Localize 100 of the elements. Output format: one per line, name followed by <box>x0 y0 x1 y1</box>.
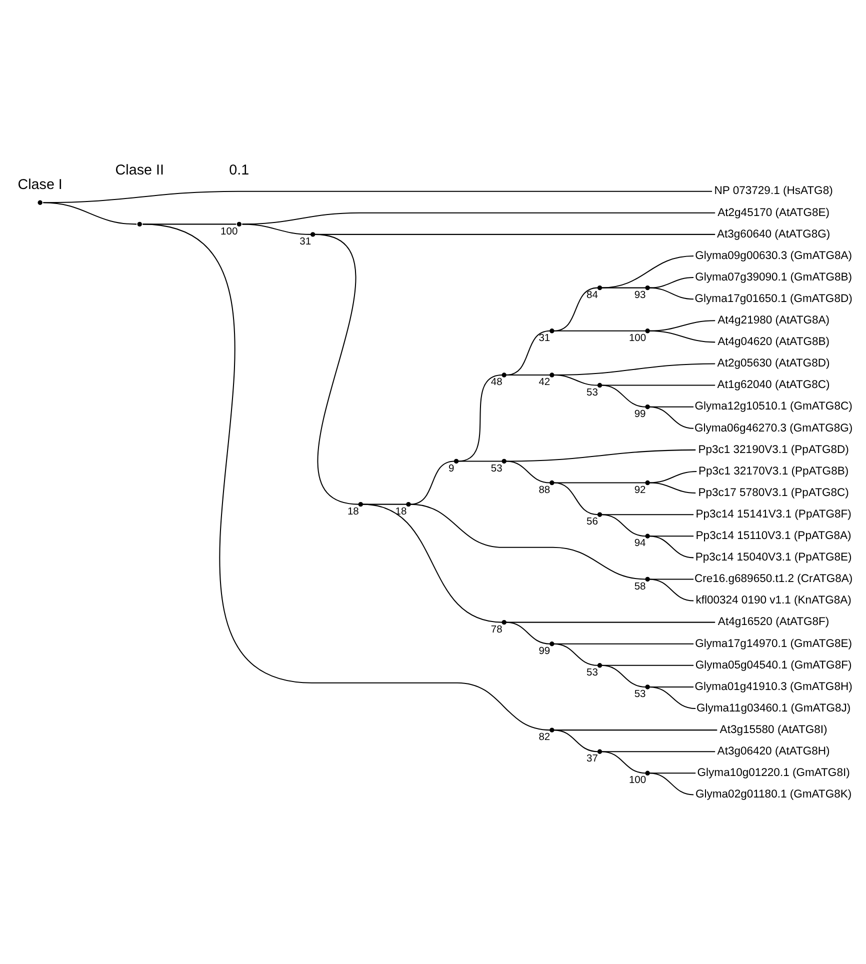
node-text: Glyma17g14970.1 (GmATG8E) <box>695 638 852 650</box>
node-label: 84 <box>586 290 598 301</box>
connector <box>649 686 696 710</box>
connector <box>649 277 694 288</box>
node-point <box>645 576 650 582</box>
node-label: 18 <box>347 506 359 518</box>
connector <box>142 224 550 731</box>
node-label: 99 <box>538 646 550 657</box>
connector <box>506 374 550 376</box>
connector <box>506 449 696 462</box>
connector <box>554 287 598 332</box>
label: Clase I <box>18 176 62 193</box>
node-label: 48 <box>490 377 502 388</box>
connector <box>554 730 598 752</box>
node-label: 56 <box>586 516 598 528</box>
node-text: Glyma05g04540.1 (GmATG8F) <box>695 659 852 672</box>
node-point <box>406 502 411 507</box>
node-text: Pp3c17 5780V3.1 (PpATG8C) <box>698 486 849 499</box>
connector <box>410 460 455 505</box>
connector <box>506 460 550 484</box>
node-text: Pp3c1 32190V3.1 (PpATG8D) <box>698 444 849 456</box>
node-label: 37 <box>586 754 598 765</box>
connector <box>649 772 694 796</box>
node-label: 100 <box>628 332 646 344</box>
connector <box>602 514 646 537</box>
node-text: At2g45170 (AtATG8E) <box>718 206 830 219</box>
connector <box>649 578 694 580</box>
connector <box>506 622 550 644</box>
node-label: 92 <box>634 484 646 496</box>
connector <box>649 536 694 558</box>
node-text: At4g16520 (AtATG8F) <box>718 616 830 628</box>
node-text: Glyma10g01220.1 (GmATG8I) <box>697 767 850 780</box>
node-point <box>550 372 554 378</box>
node-point <box>38 200 42 205</box>
node-text: At1g62040 (AtATG8C) <box>717 379 830 392</box>
node-point <box>645 285 650 290</box>
connector <box>649 482 696 494</box>
node-text: Glyma17g01650.1 (GmATG8D) <box>694 292 852 305</box>
node-label: 78 <box>490 624 502 636</box>
connector <box>43 202 137 225</box>
node-label: 53 <box>490 463 502 474</box>
node-point <box>645 770 650 776</box>
node-label: 53 <box>586 387 598 398</box>
connector <box>602 287 646 288</box>
node-label: 93 <box>634 290 646 301</box>
connector <box>506 330 550 376</box>
node-label: 94 <box>634 538 646 550</box>
node-point <box>502 458 506 464</box>
node-point <box>454 458 459 464</box>
connector <box>554 482 598 516</box>
node-point <box>502 620 506 625</box>
node-point <box>645 534 650 538</box>
connector <box>458 460 502 462</box>
connector <box>554 643 598 666</box>
node-text: At4g04620 (AtATG8B) <box>718 336 830 348</box>
connector <box>602 751 716 752</box>
connector <box>362 504 502 623</box>
connector <box>602 751 646 774</box>
connector <box>410 504 646 580</box>
connector <box>649 406 694 429</box>
label: 0.1 <box>229 162 250 179</box>
node-text: Pp3c14 15040V3.1 (PpATG8E) <box>695 552 852 564</box>
node-text: Glyma11g03460.1 (GmATG8J) <box>696 702 851 714</box>
node-point <box>597 749 602 754</box>
node-point <box>137 222 142 227</box>
node-text: Glyma01g41910.3 (GmATG8H) <box>694 680 852 693</box>
node-point <box>550 328 554 334</box>
node-text: NP 073729.1 (HsATG8) <box>714 185 833 198</box>
node-text: Glyma07g39090.1 (GmATG8B) <box>695 271 852 284</box>
node-point <box>597 382 602 388</box>
node-point <box>645 404 650 410</box>
node-text: Pp3c14 15110V3.1 (PpATG8A) <box>696 530 852 542</box>
node-text: Glyma02g01180.1 (GmATG8K) <box>696 788 852 801</box>
node-point <box>502 372 506 378</box>
node-text: At3g15580 (AtATG8I) <box>720 724 828 736</box>
node-point <box>236 222 242 227</box>
connector <box>649 470 697 484</box>
node-label: 100 <box>628 775 646 786</box>
node-point <box>597 285 602 290</box>
node-point <box>597 663 602 668</box>
node-point <box>645 684 650 690</box>
connector <box>602 384 646 408</box>
node-text: At3g60640 (AtATG8G) <box>717 228 830 240</box>
node-label: 88 <box>538 484 550 496</box>
node-point <box>645 480 650 486</box>
connector <box>554 374 598 386</box>
node-text: Glyma12g10510.1 (GmATG8C) <box>694 400 852 413</box>
node-label: 31 <box>538 332 550 344</box>
node-point <box>550 728 554 732</box>
node-text: Glyma06g46270.3 (GmATG8G) <box>694 422 853 434</box>
connector <box>649 287 694 300</box>
connector <box>649 578 694 602</box>
node-label: 58 <box>634 581 646 592</box>
connector <box>314 234 359 505</box>
connector <box>242 224 311 235</box>
node-label: 53 <box>586 667 598 678</box>
node-text: kfl00324 0190 v1.1 (KnATG8A) <box>696 594 852 607</box>
node-label: 31 <box>300 236 312 248</box>
connector <box>602 255 694 288</box>
node-label: 53 <box>634 689 646 700</box>
